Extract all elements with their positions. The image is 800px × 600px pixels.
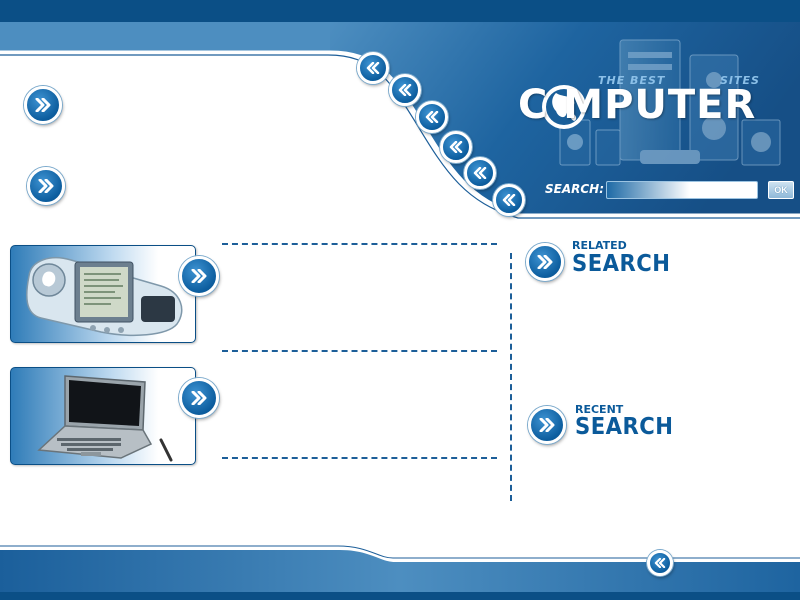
nav-arrow-button-2[interactable] — [389, 74, 421, 106]
search-label: SEARCH: — [545, 182, 605, 196]
recent-heading-small: RECENT — [575, 403, 624, 416]
globe-icon — [542, 85, 586, 129]
double-chevron-left-icon — [366, 62, 380, 74]
double-chevron-left-icon — [425, 111, 439, 123]
product-panel-laptop[interactable] — [10, 367, 196, 465]
header-banner — [0, 0, 800, 219]
laptop-computer-image — [37, 375, 173, 462]
double-chevron-right-icon — [35, 98, 51, 112]
vertical-divider — [510, 253, 512, 501]
footer-banner — [0, 545, 800, 600]
recent-search-button[interactable] — [528, 406, 566, 444]
left-nav-button-2[interactable] — [27, 167, 65, 205]
recent-heading-big: SEARCH — [575, 414, 674, 440]
double-chevron-left-icon — [654, 558, 666, 568]
product-panel-pda[interactable] — [10, 245, 196, 343]
footer-back-button[interactable] — [647, 550, 673, 576]
nav-arrow-button-5[interactable] — [464, 157, 496, 189]
nav-arrow-button-6[interactable] — [493, 184, 525, 216]
product-pda-button[interactable] — [179, 256, 219, 296]
computer-peripherals-image — [559, 39, 781, 166]
separator-line — [222, 457, 497, 459]
double-chevron-right-icon — [537, 255, 553, 269]
search-input[interactable] — [606, 181, 758, 199]
double-chevron-right-icon — [539, 418, 555, 432]
related-search-button[interactable] — [526, 243, 564, 281]
brand-tagline-left: THE BEST — [598, 74, 666, 87]
double-chevron-right-icon — [38, 179, 54, 193]
nav-arrow-button-4[interactable] — [440, 131, 472, 163]
handheld-pda-device-image — [26, 256, 183, 336]
search-ok-button[interactable]: OK — [768, 181, 794, 199]
separator-line — [222, 350, 497, 352]
nav-arrow-button-3[interactable] — [416, 101, 448, 133]
brand-tagline-right: SITES — [720, 74, 760, 87]
separator-line — [222, 243, 497, 245]
left-nav-button-1[interactable] — [24, 86, 62, 124]
double-chevron-right-icon — [191, 269, 207, 283]
double-chevron-left-icon — [473, 167, 487, 179]
double-chevron-left-icon — [398, 84, 412, 96]
related-heading-big: SEARCH — [572, 251, 671, 277]
related-heading-small: RELATED — [572, 239, 627, 252]
double-chevron-left-icon — [502, 194, 516, 206]
double-chevron-right-icon — [191, 391, 207, 405]
product-laptop-button[interactable] — [179, 378, 219, 418]
double-chevron-left-icon — [449, 141, 463, 153]
brand-logo-text: C MPUTER — [518, 82, 757, 128]
nav-arrow-button-1[interactable] — [357, 52, 389, 84]
